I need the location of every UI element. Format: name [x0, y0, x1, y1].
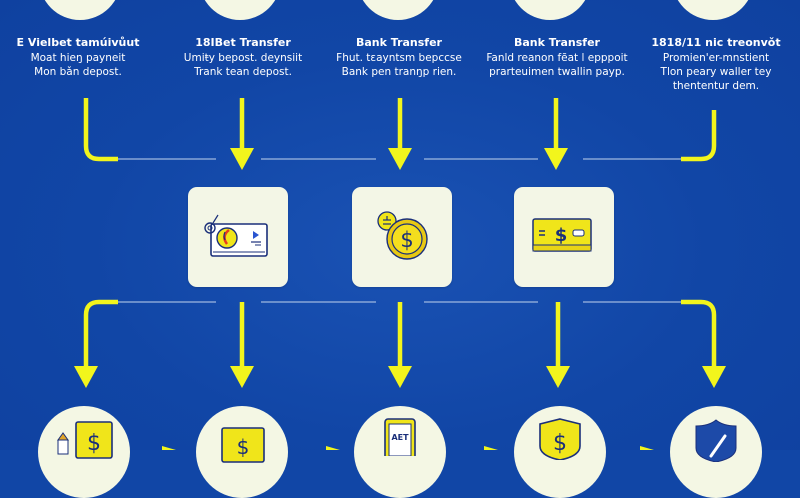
step-4-line-1: Fanld reanon fẽat l epppoit	[486, 52, 628, 64]
step-5-line-3: thententur dem.	[672, 80, 760, 92]
card-payment-method-1[interactable]	[188, 187, 288, 287]
step-4-line-2: prarteuimen twallin payp.	[489, 66, 625, 78]
svg-text:$: $	[555, 225, 568, 246]
banknote-dollar-icon: $	[57, 421, 113, 459]
bottom-node-4[interactable]: $	[514, 406, 606, 498]
step-5-line-2: Tlon peary waller tey	[660, 66, 772, 78]
cash-card-icon: $	[532, 218, 592, 252]
step-1-title: E Vielbet tamúivůut	[16, 36, 140, 49]
arrow-bend-left-top	[83, 98, 118, 162]
shield-dollar-icon: $	[539, 418, 581, 460]
connector-lines	[118, 158, 681, 303]
arrow-bend-right-top	[681, 110, 717, 162]
step-5-title: 1818/11 nic treonvǒt	[651, 36, 781, 49]
card-with-coin-icon	[204, 214, 268, 257]
bottom-node-3[interactable]: АЕТ	[354, 406, 446, 498]
step-3-text: Bank Transfer Fhut. tɛaynts​m bepccse Ba…	[319, 36, 479, 79]
svg-text:$: $	[400, 228, 413, 252]
card-payment-method-3[interactable]: $	[514, 187, 614, 287]
step-5-line-1: Promien'er-mnstient	[662, 52, 770, 64]
step-2-line-2: Trank tean depost.	[194, 66, 292, 78]
step-4-title: Bank Transfer	[514, 36, 600, 49]
shield-check-icon	[695, 419, 737, 462]
bottom-node-1[interactable]: $	[38, 406, 130, 498]
arrowheads	[74, 148, 726, 450]
flow-connectors	[74, 98, 726, 450]
svg-text:$: $	[87, 431, 101, 456]
step-3-line-1: Fhut. tɛaynts​m bepccse	[336, 52, 462, 64]
step-1-line-1: Moat hieŋ payneit	[30, 52, 126, 64]
arrow-bend-right-bottom	[681, 299, 717, 378]
step-1-text: E Vielbet tamúivůut Moat hieŋ payneit Mo…	[0, 36, 158, 79]
step-2-title: 18IBet Transfer	[195, 36, 291, 49]
phone-label: АЕТ	[391, 433, 409, 442]
mobile-phone-icon: АЕТ	[384, 418, 416, 456]
step-3-title: Bank Transfer	[356, 36, 442, 49]
bottom-node-5[interactable]	[670, 406, 762, 498]
step-3-line-2: Bank pen tranŋp rien.	[341, 66, 457, 78]
yellow-arrows	[83, 98, 717, 378]
cash-register-icon: $	[221, 427, 265, 463]
bottom-node-2[interactable]: $	[196, 406, 288, 498]
step-2-line-1: Umiŧy bepost. deynsiit	[183, 52, 303, 64]
svg-text:$: $	[553, 431, 567, 456]
step-4-text: Bank Transfer Fanld reanon fẽat l epppoi…	[477, 36, 637, 79]
card-payment-method-2[interactable]: $	[352, 187, 452, 287]
step-5-text: 1818/11 nic treonvǒt Promien'er-mnstient…	[636, 36, 796, 93]
dollar-coins-icon: $	[377, 211, 428, 260]
step-2-text: 18IBet Transfer Umiŧy bepost. deynsiit T…	[163, 36, 323, 79]
arrow-bend-left-bottom	[83, 299, 118, 378]
svg-text:$: $	[237, 435, 250, 459]
step-1-line-2: Mon bǎn depost.	[34, 66, 122, 78]
